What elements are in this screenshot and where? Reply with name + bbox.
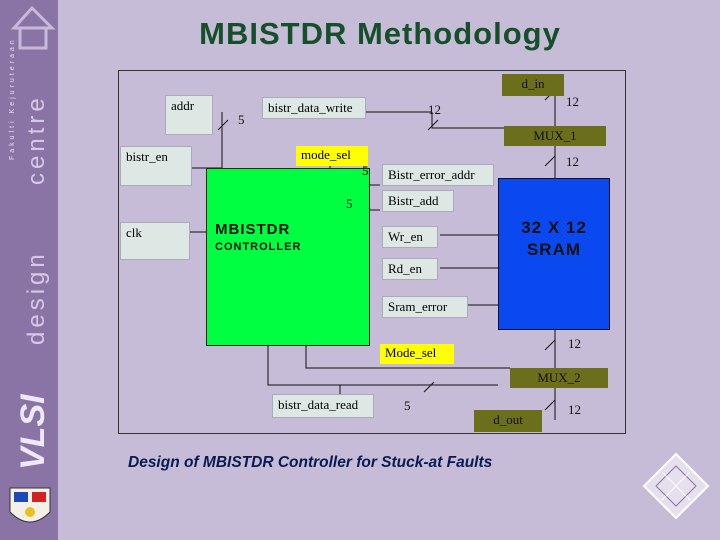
diagram-panel — [118, 70, 626, 434]
sram-out-width-label: 12 — [568, 336, 581, 351]
mode-sel-bottom-wire — [305, 344, 510, 369]
mux1-bus-slash — [544, 155, 556, 167]
write-bus-slash — [427, 119, 439, 131]
sidebar-faculty-text: Fakulti Kejuruteraan — [9, 37, 16, 160]
sidebar-branding: Fakulti Kejuruteraan centre design VLSI — [9, 5, 56, 523]
bistr-add-label: Bistr_add — [388, 193, 439, 208]
sram-block: 32 X 12 SRAM — [498, 178, 610, 330]
sram-size-label: 32 X 12 — [521, 218, 587, 237]
controller-subtitle: CONTROLLER — [215, 241, 302, 253]
bistr-add-signal: Bistr_add — [382, 190, 454, 212]
clk-label: clk — [126, 225, 142, 240]
sram-error-signal: Sram_error — [382, 296, 468, 318]
bistr-en-input: bistr_en — [120, 146, 192, 186]
addr-bus-slash — [217, 119, 229, 131]
dout-width-label: 12 — [568, 402, 581, 417]
mux1-feed-wire — [431, 90, 556, 129]
read-width-label: 5 — [404, 398, 411, 413]
bistr-error-addr-signal: Bistr_error_addr — [382, 164, 494, 186]
addr-width-label: 5 — [238, 112, 245, 127]
sidebar-vlsi-text: VLSI — [14, 393, 52, 470]
bistr-en-wire — [192, 160, 223, 169]
page-title: MBISTDR Methodology — [199, 16, 561, 51]
addr-input: addr — [165, 95, 213, 135]
add-width-label: 5 — [346, 196, 353, 211]
sram-error-label: Sram_error — [388, 299, 448, 314]
mux2-wire — [267, 344, 498, 386]
house-icon — [10, 5, 56, 50]
bistr-data-read-signal: bistr_data_read — [272, 394, 374, 418]
mux1-width-label: 12 — [566, 154, 579, 169]
mux-1-block: MUX_1 — [504, 126, 606, 146]
sidebar-design-text: design — [23, 250, 50, 345]
addr-label: addr — [171, 98, 195, 113]
error-addr-width-label: 5 — [362, 163, 369, 178]
university-crest-icon — [9, 487, 51, 523]
rd-en-signal: Rd_en — [382, 258, 438, 280]
bistr-data-write-label: bistr_data_write — [268, 100, 353, 115]
sidebar: Fakulti Kejuruteraan centre design VLSI — [0, 0, 58, 540]
mbistdr-controller-block: MBISTDR CONTROLLER — [206, 168, 370, 346]
sidebar-centre-text: centre — [23, 94, 50, 185]
slide-caption: Design of MBISTDR Controller for Stuck-a… — [128, 454, 493, 471]
sram-type-label: SRAM — [526, 240, 582, 259]
sram-out-slash — [544, 339, 556, 351]
d-in-tag: d_in — [502, 74, 564, 96]
clk-input: clk — [120, 222, 190, 260]
controller-title: MBISTDR — [215, 221, 291, 238]
dout-slash — [544, 399, 556, 411]
mode-sel-top-signal: mode_sel — [296, 146, 368, 166]
mode-sel-bottom-signal: Mode_sel — [380, 344, 454, 364]
bistr-error-addr-label: Bistr_error_addr — [388, 167, 475, 182]
bistr-data-write-signal: bistr_data_write — [262, 97, 366, 119]
bistr-data-read-label: bistr_data_read — [278, 397, 359, 412]
bistr-en-label: bistr_en — [126, 149, 168, 164]
wr-en-label: Wr_en — [388, 229, 423, 244]
rd-en-label: Rd_en — [388, 261, 422, 276]
sram-text: 32 X 12 SRAM — [499, 217, 609, 261]
chip-logo-icon — [642, 452, 710, 520]
mux-2-block: MUX_2 — [510, 368, 608, 388]
write-width-label: 12 — [428, 102, 441, 117]
read-bus-slash — [423, 381, 435, 393]
d-out-tag: d_out — [474, 410, 542, 432]
din-width-label: 12 — [566, 94, 579, 109]
wr-en-signal: Wr_en — [382, 226, 438, 248]
